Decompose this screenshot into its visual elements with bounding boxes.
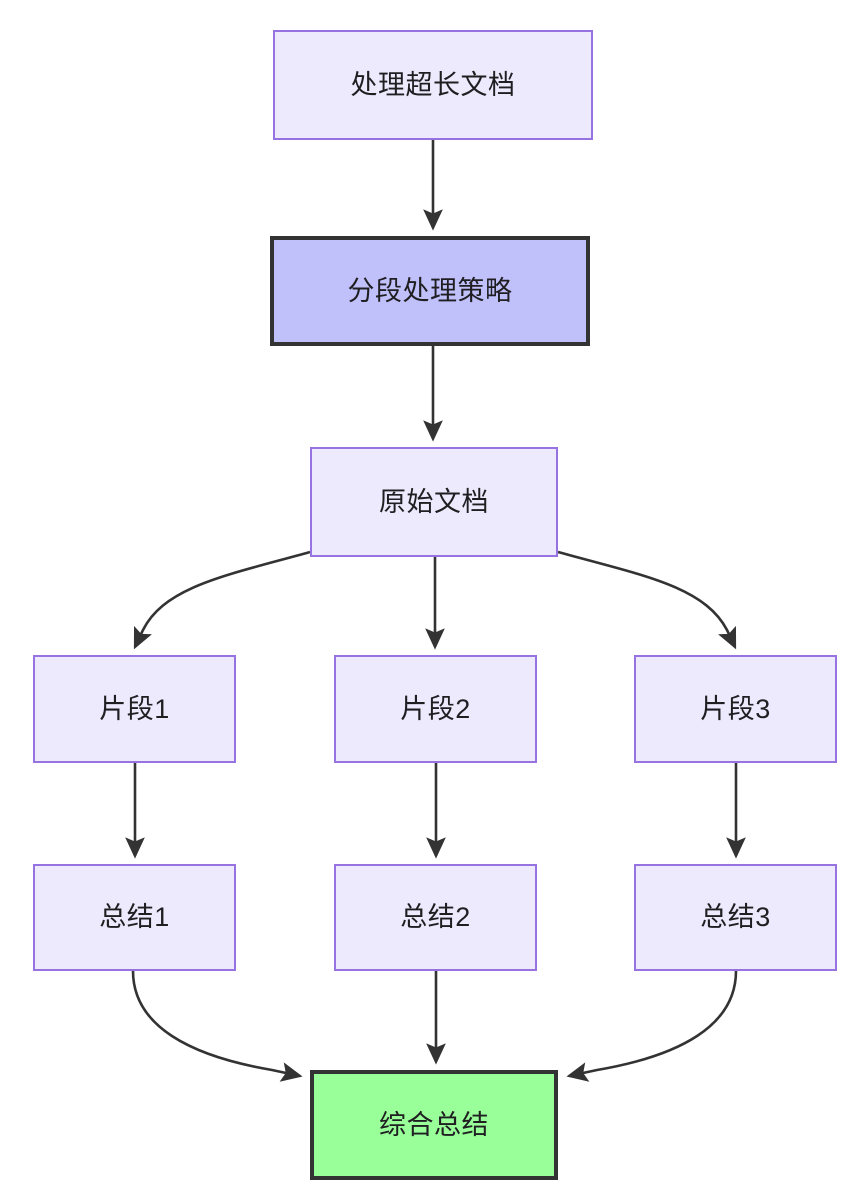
edge-summary3-to-final [566, 970, 738, 1082]
node-label: 总结3 [700, 902, 771, 933]
node-process-long-document[interactable]: 处理超长文档 [273, 30, 593, 140]
node-chunk-2[interactable]: 片段2 [334, 655, 537, 763]
node-original-document[interactable]: 原始文档 [310, 447, 558, 557]
node-label: 原始文档 [379, 486, 489, 517]
node-label: 片段1 [99, 693, 170, 724]
node-chunking-strategy[interactable]: 分段处理策略 [270, 236, 590, 346]
node-label: 综合总结 [379, 1109, 489, 1140]
node-chunk-1[interactable]: 片段1 [33, 655, 236, 763]
node-label: 总结2 [400, 902, 471, 933]
node-summary-3[interactable]: 总结3 [634, 864, 837, 971]
node-label: 片段3 [700, 693, 771, 724]
edge-original-to-chunk1 [133, 550, 311, 650]
node-summary-1[interactable]: 总结1 [33, 864, 236, 971]
node-chunk-3[interactable]: 片段3 [634, 655, 837, 763]
edge-summary1-to-final [131, 970, 303, 1082]
node-label: 总结1 [99, 902, 170, 933]
node-label: 处理超长文档 [350, 69, 516, 100]
node-combined-summary[interactable]: 综合总结 [310, 1070, 558, 1180]
node-label: 片段2 [400, 693, 471, 724]
node-summary-2[interactable]: 总结2 [334, 864, 537, 971]
node-label: 分段处理策略 [347, 275, 513, 306]
edge-original-to-chunk3 [557, 550, 737, 650]
